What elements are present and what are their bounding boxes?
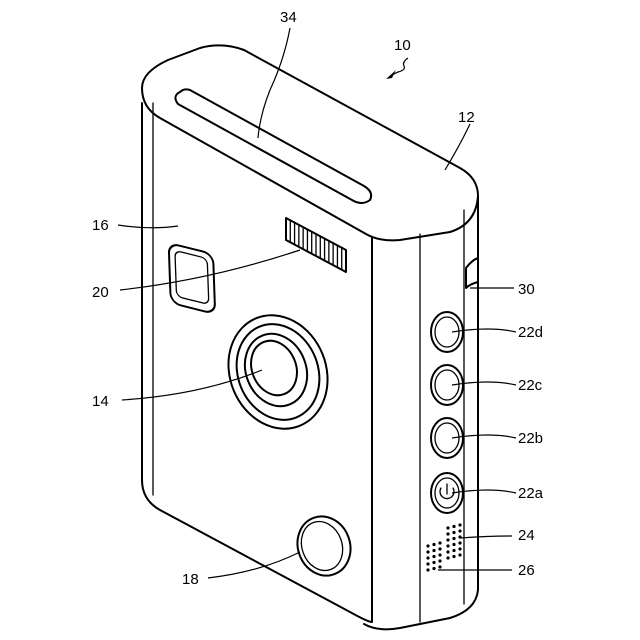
leader-22a (452, 490, 516, 493)
label-16: 16 (92, 217, 109, 234)
leader-22d (452, 329, 516, 332)
shutter-outer (289, 509, 358, 583)
reference-labels: 34 10 12 16 20 14 18 30 22d 22c 22b 22a … (92, 9, 544, 588)
leader-18 (208, 552, 300, 578)
grille-dot (452, 525, 455, 528)
grille-dot (432, 555, 435, 558)
label-24: 24 (518, 527, 535, 544)
label-26: 26 (518, 562, 535, 579)
grille-dot (426, 544, 429, 547)
camera-body (142, 45, 478, 629)
grille-dot (446, 526, 449, 529)
arrowhead-10 (386, 70, 396, 79)
label-22d: 22d (518, 324, 543, 341)
grille-dot (438, 559, 441, 562)
label-22a: 22a (518, 485, 544, 502)
grille-dot (452, 531, 455, 534)
grille-dot (438, 547, 441, 550)
label-10: 10 (394, 37, 411, 54)
side-strip (466, 258, 478, 288)
grille-dot (432, 549, 435, 552)
grille-dot (458, 523, 461, 526)
leader-22c (452, 382, 516, 385)
flash-grid (290, 220, 341, 269)
top-face (142, 45, 478, 240)
leader-22b (452, 435, 516, 438)
viewfinder-inner (175, 250, 209, 304)
grille-dot (426, 568, 429, 571)
leader-24 (460, 536, 512, 538)
power-icon (440, 484, 454, 499)
lens-ring-outer (212, 300, 344, 444)
label-14: 14 (92, 393, 109, 410)
grille-dot (432, 543, 435, 546)
grille-dot (452, 549, 455, 552)
grille-dot (446, 556, 449, 559)
side-face (364, 196, 478, 629)
leader-34 (258, 28, 290, 138)
grille-dot (458, 541, 461, 544)
grille-dot (426, 550, 429, 553)
label-18: 18 (182, 571, 199, 588)
grille-dot (432, 567, 435, 570)
grille-dot (458, 553, 461, 556)
button-22c (431, 365, 463, 405)
grille-dot (458, 547, 461, 550)
grille-dot (426, 556, 429, 559)
side-buttons (431, 312, 463, 513)
grille-dot (452, 543, 455, 546)
front-face (142, 103, 372, 622)
grille-dot (452, 555, 455, 558)
print-slot (175, 89, 371, 203)
flash (286, 218, 346, 272)
grille-dot (446, 538, 449, 541)
label-30: 30 (518, 281, 535, 298)
leader-16 (118, 225, 178, 228)
grille-dot (446, 544, 449, 547)
grille-dot (446, 550, 449, 553)
leader-lines (118, 28, 516, 578)
button-22b (431, 418, 463, 458)
shutter-button (289, 509, 358, 583)
label-22b: 22b (518, 430, 543, 447)
lens-ring-inner (234, 324, 317, 415)
label-20: 20 (92, 284, 109, 301)
grille-dot (458, 529, 461, 532)
label-22c: 22c (518, 377, 543, 394)
label-12: 12 (458, 109, 475, 126)
grille-dot (438, 565, 441, 568)
grille-dot (438, 541, 441, 544)
label-34: 34 (280, 9, 297, 26)
lens (212, 300, 344, 444)
button-22d (431, 312, 463, 352)
grille-dot (426, 562, 429, 565)
speaker-grille (446, 523, 461, 559)
grille-dot (452, 537, 455, 540)
grille-dot (446, 532, 449, 535)
microphone-grille (426, 541, 441, 571)
leader-12 (445, 124, 470, 170)
grille-dot (432, 561, 435, 564)
grille-dot (438, 553, 441, 556)
